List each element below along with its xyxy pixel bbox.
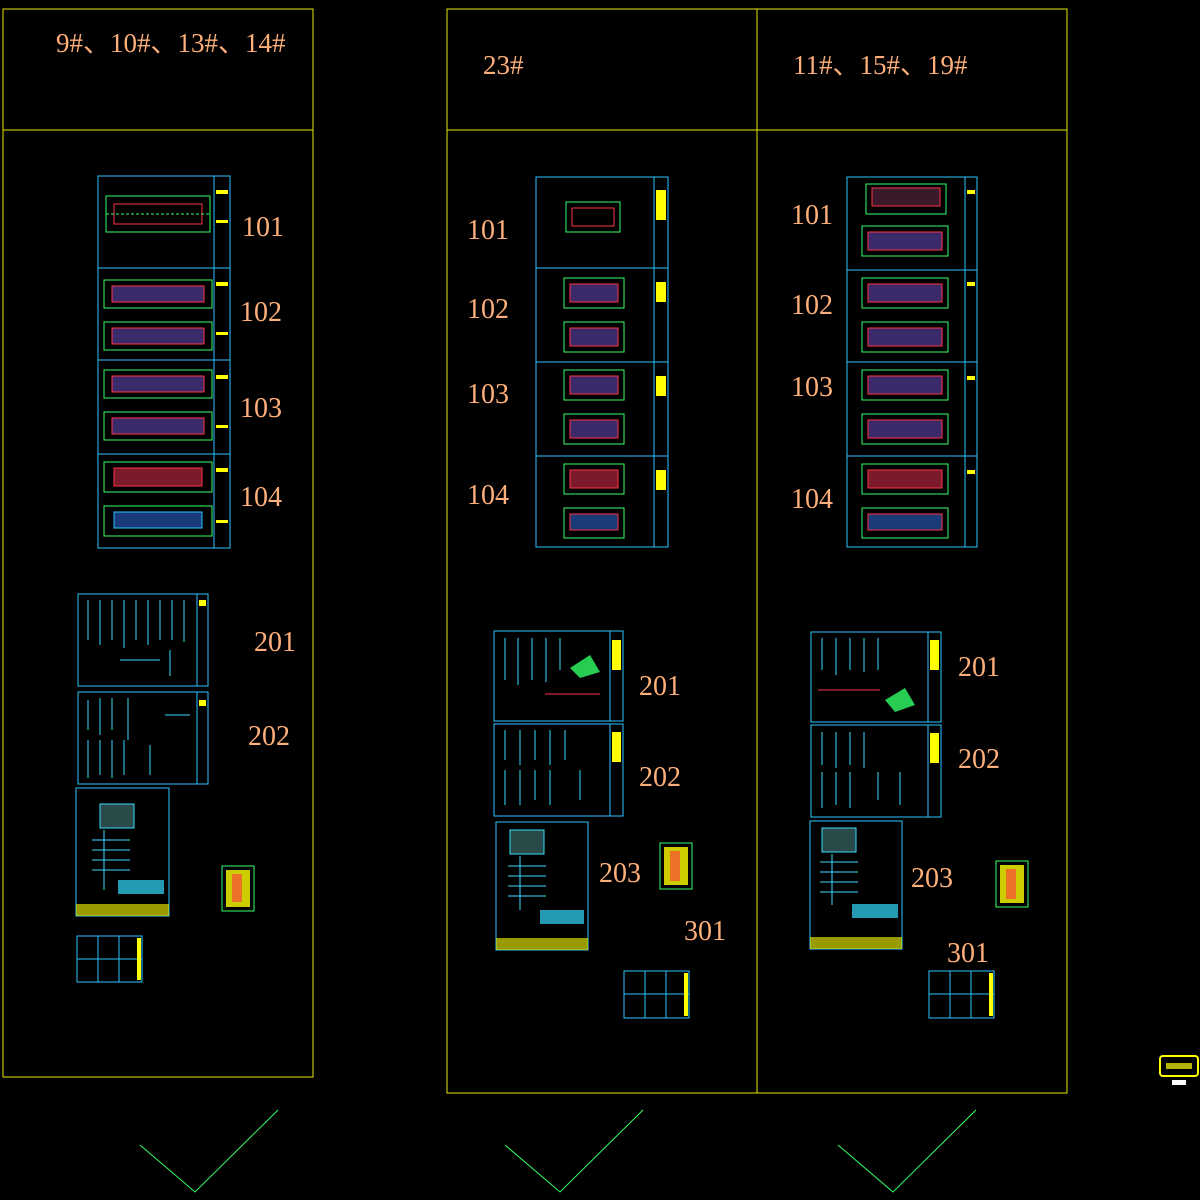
system-sheet-201-c [810, 631, 942, 723]
chevron-down-icon [139, 1109, 279, 1193]
legend-sheet-b [659, 842, 693, 890]
plan-sheet-group-2 [535, 176, 669, 548]
plan-sheet-group-1 [97, 175, 231, 549]
riser-sheet-c [809, 820, 903, 950]
system-sheet-201-a [77, 593, 209, 687]
panel-frame-2-3 [446, 8, 1068, 1094]
sheet-label-301: 301 [947, 938, 989, 969]
system-sheet-202-a [77, 691, 209, 785]
system-sheet-202-c [810, 724, 942, 818]
system-sheet-201-b [493, 630, 624, 722]
floor-plan-104-b [563, 463, 625, 539]
sheet-label-102: 102 [791, 290, 833, 321]
riser-sheet-a [75, 787, 170, 917]
floor-plan-103-c [861, 369, 949, 445]
legend-sheet-a [221, 865, 255, 912]
sheet-label-202: 202 [958, 744, 1000, 775]
panel-header-3: 11#、15#、19# [793, 50, 968, 80]
chevron-down-icon [504, 1109, 644, 1193]
sheet-label-103: 103 [791, 372, 833, 403]
sheet-label-104: 104 [240, 482, 282, 513]
floor-plan-102-a [103, 279, 213, 351]
sheet-label-101: 101 [467, 215, 509, 246]
panel-header-2: 23# [483, 50, 524, 80]
panel-frame-1 [2, 8, 314, 1078]
floor-plan-101-b [565, 201, 621, 233]
legend-sheet-c [995, 860, 1029, 908]
riser-sheet-b [495, 821, 589, 951]
sheet-label-301: 301 [684, 916, 726, 947]
floor-plan-102-c [861, 277, 949, 353]
system-sheet-202-b [493, 723, 624, 817]
sheet-label-103: 103 [467, 379, 509, 410]
floor-plan-101-a [105, 195, 211, 233]
sheet-label-102: 102 [467, 294, 509, 325]
floor-plan-101-c [861, 183, 949, 257]
sheet-label-103: 103 [240, 393, 282, 424]
floor-plan-104-c [861, 463, 949, 539]
floor-plan-104-a [103, 461, 213, 537]
sheet-label-202: 202 [248, 721, 290, 752]
sheet-label-203: 203 [599, 858, 641, 889]
detail-sheet-b [623, 970, 690, 1019]
floor-plan-103-b [563, 369, 625, 445]
detail-sheet-c [928, 970, 995, 1019]
sheet-label-101: 101 [791, 200, 833, 231]
floor-plan-102-b [563, 277, 625, 353]
sheet-label-104: 104 [791, 484, 833, 515]
plan-sheet-group-3 [846, 176, 978, 548]
sheet-label-201: 201 [958, 652, 1000, 683]
chevron-down-icon [837, 1109, 977, 1193]
floor-plan-103-a [103, 369, 213, 441]
detail-sheet-a [76, 935, 143, 983]
sheet-label-102: 102 [240, 297, 282, 328]
sheet-label-104: 104 [467, 480, 509, 511]
sheet-label-101: 101 [242, 212, 284, 243]
sheet-label-202: 202 [639, 762, 681, 793]
sheet-label-201: 201 [254, 627, 296, 658]
title-block-icon [1159, 1055, 1199, 1085]
sheet-label-203: 203 [911, 863, 953, 894]
sheet-label-201: 201 [639, 671, 681, 702]
panel-header-1: 9#、10#、13#、14# [56, 28, 286, 58]
